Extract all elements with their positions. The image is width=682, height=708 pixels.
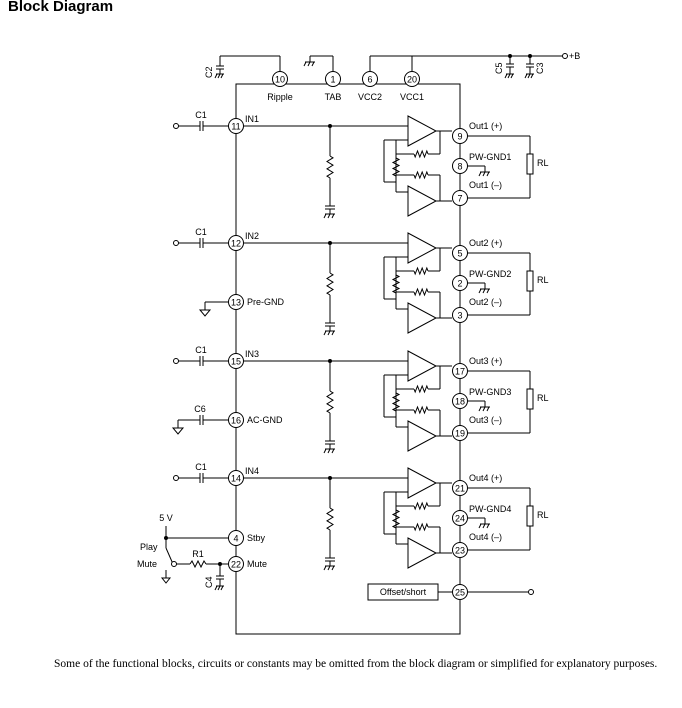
load-label: RL bbox=[537, 510, 549, 520]
vcc2-pin-number: 6 bbox=[367, 75, 372, 85]
c6-label: C6 bbox=[194, 404, 206, 414]
tab-label: TAB bbox=[325, 92, 342, 102]
pregnd-label: Pre-GND bbox=[247, 297, 285, 307]
input-pin-number: 12 bbox=[231, 239, 241, 249]
play-label: Play bbox=[140, 542, 158, 552]
mute-label: Mute bbox=[247, 559, 267, 569]
mute-switch-label: Mute bbox=[137, 559, 157, 569]
out-plus-pin-number: 21 bbox=[455, 484, 465, 494]
pwgnd-label: PW-GND4 bbox=[469, 504, 511, 514]
out-plus-label: Out3 (+) bbox=[469, 356, 502, 366]
vcc2-label: VCC2 bbox=[358, 92, 382, 102]
block-diagram: 10 Ripple C2 1 TAB 6 VCC2 20 VCC1 +B bbox=[137, 51, 580, 635]
out-plus-pin-number: 5 bbox=[457, 249, 462, 259]
load-label: RL bbox=[537, 393, 549, 403]
acgnd-pin: C6 16 AC-GND bbox=[171, 404, 283, 435]
acgnd-pin-number: 16 bbox=[231, 416, 241, 426]
input-pin-number: 14 bbox=[231, 474, 241, 484]
out-plus-pin-number: 17 bbox=[455, 367, 465, 377]
out-plus-label: Out4 (+) bbox=[469, 473, 502, 483]
load-label: RL bbox=[537, 158, 549, 168]
ripple-pin-number: 10 bbox=[275, 75, 285, 85]
out-plus-label: Out2 (+) bbox=[469, 238, 502, 248]
out-minus-pin-number: 23 bbox=[455, 546, 465, 556]
stby-supply-label: 5 V bbox=[159, 513, 173, 523]
stby-label: Stby bbox=[247, 533, 266, 543]
input-pin-number: 15 bbox=[231, 357, 241, 367]
pwgnd-pin-number: 2 bbox=[457, 279, 462, 289]
supply-label: +B bbox=[569, 51, 580, 61]
mute-pin-number: 22 bbox=[231, 560, 241, 570]
c4-label: C4 bbox=[204, 576, 214, 588]
mute-pin: Play Mute R1 C4 22 Mute bbox=[137, 538, 267, 591]
offset-pin-number: 25 bbox=[455, 588, 465, 598]
out-minus-label: Out3 (–) bbox=[469, 415, 502, 425]
input-cap-label: C1 bbox=[195, 462, 207, 472]
out-minus-label: Out1 (–) bbox=[469, 180, 502, 190]
out-minus-label: Out2 (–) bbox=[469, 297, 502, 307]
pregnd-pin: 13 Pre-GND bbox=[198, 294, 285, 317]
caption: Some of the functional blocks, circuits … bbox=[40, 656, 660, 672]
out-plus-pin-number: 9 bbox=[457, 132, 462, 142]
offset-short-block: Offset/short 25 bbox=[367, 583, 534, 601]
input-name-label: IN3 bbox=[245, 349, 259, 359]
pwgnd-pin-number: 24 bbox=[455, 514, 465, 524]
vcc1-label: VCC1 bbox=[400, 92, 424, 102]
pwgnd-pin-number: 8 bbox=[457, 162, 462, 172]
pregnd-pin-number: 13 bbox=[231, 298, 241, 308]
tab-pin-number: 1 bbox=[330, 75, 335, 85]
offset-short-label: Offset/short bbox=[380, 587, 427, 597]
load-label: RL bbox=[537, 275, 549, 285]
c3-label: C3 bbox=[535, 62, 545, 74]
c5-label: C5 bbox=[494, 62, 504, 74]
input-cap-label: C1 bbox=[195, 345, 207, 355]
pwgnd-label: PW-GND1 bbox=[469, 152, 511, 162]
out-minus-pin-number: 7 bbox=[457, 194, 462, 204]
input-pin-number: 11 bbox=[231, 122, 240, 132]
out-minus-pin-number: 3 bbox=[457, 311, 462, 321]
acgnd-label: AC-GND bbox=[247, 415, 283, 425]
ripple-label: Ripple bbox=[267, 92, 293, 102]
pwgnd-pin-number: 18 bbox=[455, 397, 465, 407]
input-name-label: IN1 bbox=[245, 114, 259, 124]
top-pins: 10 Ripple C2 1 TAB 6 VCC2 20 VCC1 +B bbox=[204, 51, 580, 102]
diagram-title: Block Diagram bbox=[8, 0, 114, 15]
pwgnd-label: PW-GND3 bbox=[469, 387, 511, 397]
out-minus-label: Out4 (–) bbox=[469, 532, 502, 542]
pwgnd-label: PW-GND2 bbox=[469, 269, 511, 279]
vcc1-pin-number: 20 bbox=[407, 75, 417, 85]
input-cap-label: C1 bbox=[195, 227, 207, 237]
out-minus-pin-number: 19 bbox=[455, 429, 465, 439]
input-cap-label: C1 bbox=[195, 110, 207, 120]
input-name-label: IN4 bbox=[245, 466, 259, 476]
out-plus-label: Out1 (+) bbox=[469, 121, 502, 131]
caption-text: Some of the functional blocks, circuits … bbox=[54, 658, 658, 670]
stby-pin-number: 4 bbox=[233, 534, 238, 544]
r1-label: R1 bbox=[192, 549, 204, 559]
c2-label: C2 bbox=[204, 66, 214, 78]
stby-pin: 5 V 4 Stby bbox=[159, 513, 266, 546]
input-name-label: IN2 bbox=[245, 231, 259, 241]
